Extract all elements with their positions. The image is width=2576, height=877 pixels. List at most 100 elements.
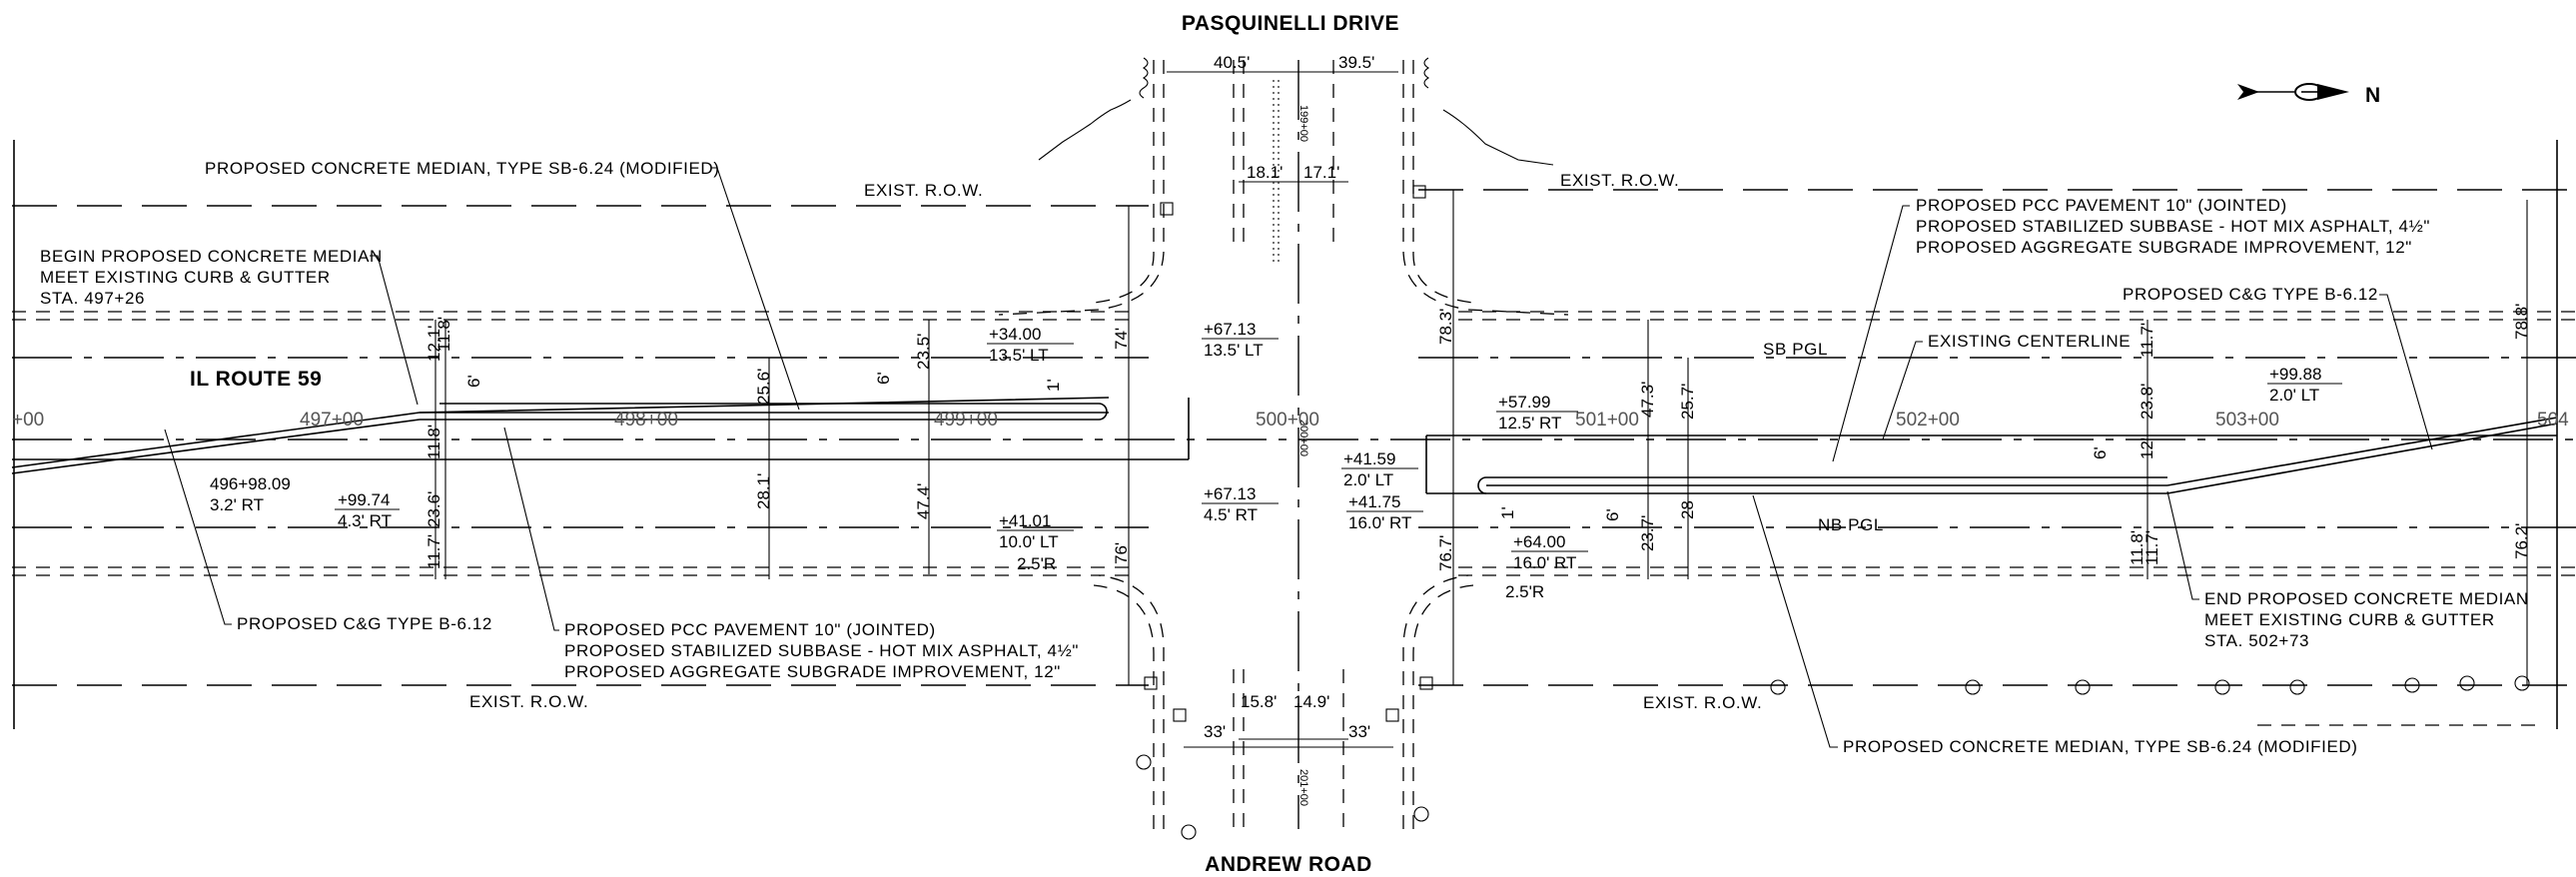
offset-a-station: 496+98.09 [210,474,291,493]
station-label: 499+00 [934,410,998,431]
pavement-right-callout-3: PROPOSED AGGREGATE SUBGRADE IMPROVEMENT,… [1916,238,2412,257]
dim-vertical: 1' [1498,506,1517,519]
offset-f: +67.13 4.5' RT [1202,484,1279,524]
offset-i-offset: 16.0' RT [1348,513,1411,532]
dim-vertical: 25.7' [1678,384,1697,420]
station-label: 497+00 [300,410,364,431]
end-median-callout-2: MEET EXISTING CURB & GUTTER [2204,610,2495,629]
south-road-name: ANDREW ROAD [1205,853,1372,876]
offset-h-station: +41.59 [1343,449,1395,468]
dim-top-lane-left: 18.1' [1247,163,1283,182]
pavement-right-callout-2: PROPOSED STABILIZED SUBBASE - HOT MIX AS… [1916,217,2430,236]
offset-i: +41.75 16.0' RT [1346,492,1423,532]
dim-vertical: 47.3' [1638,382,1657,418]
dim-top-right-width: 39.5' [1338,53,1374,72]
leader-line [370,255,419,406]
offset-b-station: +99.74 [338,490,390,509]
dim-vertical: 11.7' [2138,323,2156,358]
median-left-callout: PROPOSED CONCRETE MEDIAN, TYPE SB-6.24 (… [205,159,720,178]
station-label: 501+00 [1575,410,1639,431]
begin-median-callout-2: MEET EXISTING CURB & GUTTER [40,268,331,287]
dim-vertical: 6' [464,375,483,388]
offset-e-station: +41.01 [999,511,1051,530]
station-label: 502+00 [1896,410,1960,431]
station-label: +00 [12,410,44,431]
dim-vertical: 23.6' [425,491,443,527]
station-label: 503+00 [2215,410,2279,431]
offset-j-station: +64.00 [1513,532,1565,551]
dim-bottom-lane-right: 14.9' [1293,692,1329,711]
row-label-right-bottom: EXIST. R.O.W. [1643,693,1762,712]
dim-bottom-lane-left: 15.8' [1241,692,1277,711]
median-left [11,397,1190,474]
dim-vertical: 11.8' [2128,530,2147,565]
cross-road [998,60,1569,829]
row-label-left-bottom: EXIST. R.O.W. [469,692,588,711]
leader-line [1832,205,1910,462]
offset-c-station: +34.00 [989,325,1041,344]
pavement-left-callout-2: PROPOSED STABILIZED SUBBASE - HOT MIX AS… [564,641,1079,660]
dim-vertical: 12.1' [425,326,443,362]
begin-median-callout-1: BEGIN PROPOSED CONCRETE MEDIAN [40,247,383,266]
offset-b-offset: 4.3' RT [338,511,392,530]
dim-vertical: 76.2' [2512,523,2531,559]
leader-line [1752,494,1838,748]
leader-line [503,427,559,631]
dim-vertical: 76' [1112,542,1131,564]
offset-f-station: +67.13 [1204,484,1256,503]
dim-vertical: 76.7' [1436,535,1455,571]
dim-vertical: 28.1' [754,473,773,509]
north-road-name: PASQUINELLI DRIVE [1182,12,1399,35]
leader-line [2379,294,2433,450]
leader-line [1882,341,1923,440]
offset-d-offset: 13.5' LT [1204,341,1264,360]
offset-g-offset: 12.5' RT [1498,414,1561,433]
begin-median-callout-3: STA. 497+26 [40,289,145,308]
pavement-left-callout-3: PROPOSED AGGREGATE SUBGRADE IMPROVEMENT,… [564,662,1061,681]
dim-vertical: 6' [1603,508,1622,521]
offset-g: +57.99 12.5' RT [1496,393,1578,433]
cg-left-callout: PROPOSED C&G TYPE B-6.12 [237,614,492,633]
cross-station-top: 199+00 [1297,105,1309,142]
dimension-lines [434,71,2528,748]
offset-j-radius: 2.5'R [1505,582,1544,601]
dim-vertical: 78.3' [1436,309,1455,345]
offset-d-station: +67.13 [1204,320,1256,339]
offset-k-station: +99.88 [2269,365,2321,384]
offset-c-offset: 13.5' LT [989,346,1049,365]
north-arrow-icon [2237,83,2349,101]
dim-vertical: 47.4' [914,483,933,519]
offset-a: 496+98.09 3.2' RT [210,474,291,514]
row-label-left-top: EXIST. R.O.W. [864,181,983,200]
dim-vertical: 25.6' [754,369,773,405]
dim-top-lane-right: 17.1' [1303,163,1339,182]
dim-vertical: 23.8' [2138,384,2156,420]
dim-vertical: 23.7' [1638,515,1657,551]
route-name: IL ROUTE 59 [190,368,322,391]
offset-h-offset: 2.0' LT [1343,470,1393,489]
offset-e-offset: 10.0' LT [999,532,1059,551]
offset-j-offset: 16.0' RT [1513,553,1576,572]
dim-vertical: 11.8' [434,317,453,352]
dim-vertical: 23.5' [914,334,933,370]
offset-k-offset: 2.0' LT [2269,386,2319,405]
row-label-right-top: EXIST. R.O.W. [1560,171,1679,190]
sb-pgl-label: SB PGL [1763,340,1828,359]
cross-station-bottom: 201+00 [1297,769,1309,806]
offset-h: +41.59 2.0' LT [1341,449,1418,489]
mainline-edges [12,311,2576,576]
dim-bottom-right: 33' [1348,722,1370,741]
dim-vertical: 6' [874,372,893,385]
offset-c: +34.00 13.5' LT [987,325,1074,365]
dim-top-left-width: 40.5' [1214,53,1250,72]
offset-j: +64.00 16.0' RT 2.5'R [1505,532,1588,601]
station-label: 500+00 [1256,410,1319,431]
existing-centerline-callout: EXISTING CENTERLINE [1928,332,2131,351]
leader-line [2166,490,2199,600]
offset-f-offset: 4.5' RT [1204,505,1258,524]
offset-g-station: +57.99 [1498,393,1550,412]
nb-pgl-label: NB PGL [1818,515,1884,534]
dim-vertical: 11.7' [425,534,443,569]
dim-vertical: 78.8' [2512,304,2531,340]
